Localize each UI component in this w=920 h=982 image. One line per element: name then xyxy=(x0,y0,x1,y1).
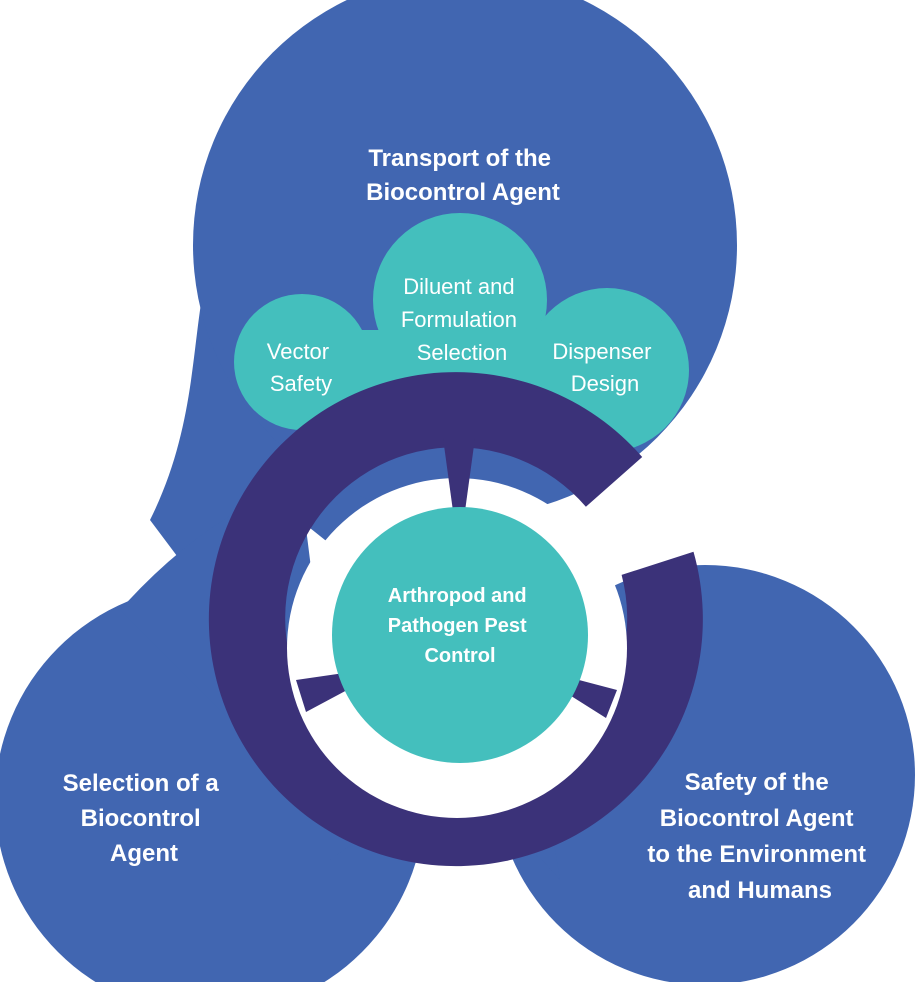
center-label-line-1: Arthropod and xyxy=(388,585,527,607)
petal-middle-label-line-2: Formulation xyxy=(401,307,517,332)
lobe-top-label: Transport of the Biocontrol Agent xyxy=(366,145,560,206)
lobe-right-label-line-1: Safety of the xyxy=(685,769,829,796)
center-label-line-3: Control xyxy=(424,645,495,667)
center-label-line-2: Pathogen Pest xyxy=(388,615,527,637)
lobe-top-label-line-1: Transport of the xyxy=(368,145,551,172)
petal-right-label: Dispenser Design xyxy=(552,339,657,396)
petal-right-label-line-1: Dispenser xyxy=(552,339,651,364)
lobe-left-label-line-1: Selection of a xyxy=(63,770,220,797)
petal-middle-label-line-1: Diluent and xyxy=(403,274,514,299)
petal-middle-label: Diluent and Formulation Selection xyxy=(401,274,523,365)
lobe-right-label-line-2: Biocontrol Agent xyxy=(660,805,854,832)
petal-right-label-line-2: Design xyxy=(571,371,639,396)
lobe-right-label-line-4: and Humans xyxy=(688,877,832,904)
lobe-right-label: Safety of the Biocontrol Agent to the En… xyxy=(647,769,872,904)
petal-left-label: Vector Safety xyxy=(267,339,336,396)
lobe-top-label-line-2: Biocontrol Agent xyxy=(366,179,560,206)
pointer-top xyxy=(443,438,475,555)
petal-left-label-line-2: Safety xyxy=(270,371,332,396)
petal-middle-label-line-3: Selection xyxy=(417,340,508,365)
lobe-left-label: Selection of a Biocontrol Agent xyxy=(63,770,226,867)
lobe-right-label-line-3: to the Environment xyxy=(647,841,866,868)
petal-left-label-line-1: Vector xyxy=(267,339,329,364)
center-label: Arthropod and Pathogen Pest Control xyxy=(388,585,532,667)
lobe-left-label-line-2: Biocontrol xyxy=(81,805,201,832)
center-disc xyxy=(332,507,588,763)
lobe-left-label-line-3: Agent xyxy=(110,840,178,867)
